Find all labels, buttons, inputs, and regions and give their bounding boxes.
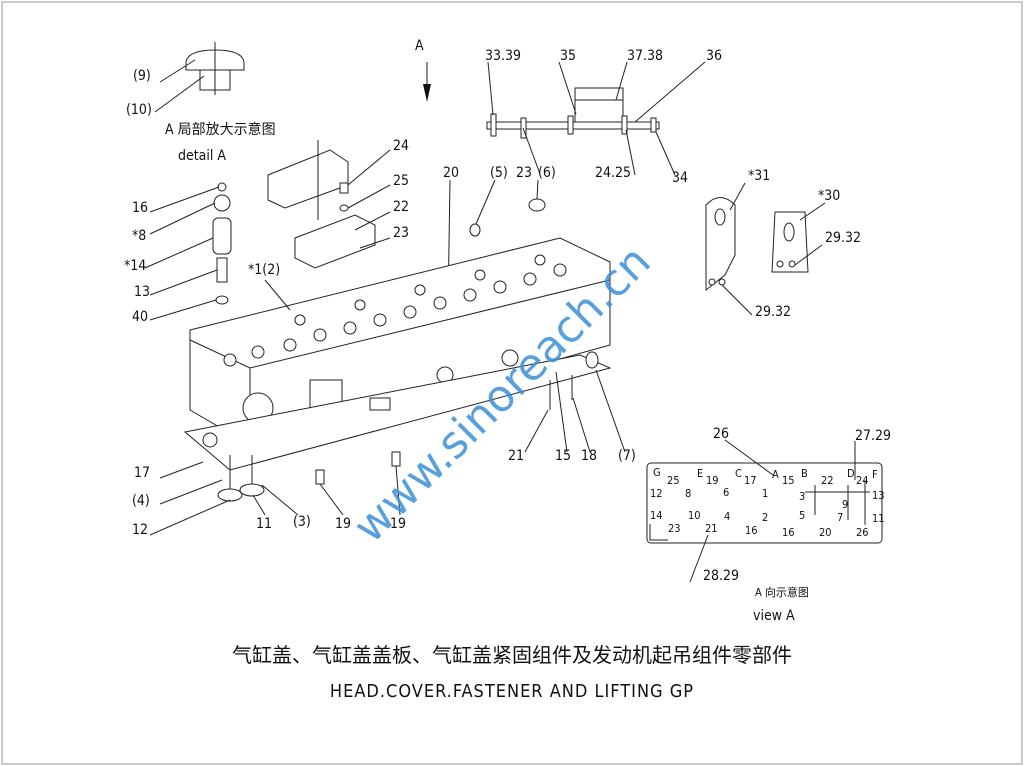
valves-and-bolts: [149, 369, 626, 536]
title-chinese: 气缸盖、气缸盖盖板、气缸盖紧固组件及发动机起吊组件零部件: [232, 643, 792, 667]
callout: (7): [618, 448, 636, 464]
view-a-mark: 24: [856, 474, 869, 487]
callout: A 局部放大示意图: [165, 121, 276, 138]
view-a-mark: 26: [856, 526, 869, 539]
callout: 17: [134, 465, 150, 481]
view-a-mark: 20: [819, 526, 832, 539]
callout: 29.32: [755, 304, 791, 320]
callout: 25: [393, 173, 409, 189]
view-a-mark: F: [872, 468, 878, 481]
detail-a-part: [154, 42, 245, 113]
callout: 24.25: [595, 165, 631, 181]
view-a-mark: 15: [782, 474, 795, 487]
callout: 11: [256, 516, 272, 532]
callout: 29.32: [825, 230, 861, 246]
callout: (3): [293, 514, 311, 530]
view-a-mark: 21: [705, 522, 718, 535]
view-a-mark: 4: [724, 510, 730, 523]
cover-plates: [267, 140, 391, 269]
callout: 20: [443, 165, 459, 181]
callout: (9): [133, 68, 151, 84]
callout: view A: [753, 608, 795, 624]
view-a-mark: 13: [872, 489, 885, 502]
view-a-mark: 9: [842, 498, 848, 511]
view-a-mark: 11: [872, 512, 885, 525]
callout: (6): [538, 165, 556, 181]
view-a-mark: 2: [762, 511, 768, 524]
view-a-mark: 12: [650, 487, 663, 500]
view-arrow: [423, 62, 431, 102]
view-a-mark: 22: [821, 474, 834, 487]
callout: 37.38: [627, 48, 663, 64]
view-a-marks: G 25 E 19 C 17 A 15 B 22 D 24 F 12 8 6 1…: [650, 466, 885, 539]
plugs: [447, 179, 546, 311]
view-a-mark: E: [697, 467, 703, 480]
cylinder-head: [189, 237, 611, 446]
callout: *1(2): [248, 262, 280, 278]
view-a-mark: A: [772, 468, 779, 481]
callout: 19: [335, 516, 351, 532]
callout: *8: [132, 228, 146, 244]
view-a-mark: G: [653, 466, 661, 479]
lifting-plates: [705, 182, 826, 316]
view-a-mark: 17: [744, 474, 757, 487]
callout: 33.39: [485, 48, 521, 64]
callout: 36: [706, 48, 722, 64]
callout: A: [415, 38, 424, 54]
callout: 13: [134, 284, 150, 300]
callout: 28.29: [703, 568, 739, 584]
callout: *30: [818, 188, 840, 204]
callout: A 向示意图: [755, 585, 809, 599]
view-a-mark: D: [847, 467, 855, 480]
view-a-mark: 14: [650, 509, 663, 522]
callout: 24: [393, 138, 409, 154]
view-a-mark: 3: [799, 490, 805, 503]
lifting-bracket-assembly: [486, 61, 706, 176]
valve-spring-stack: [144, 182, 232, 321]
view-a-mark: 1: [762, 487, 768, 500]
view-a-mark: 19: [706, 474, 719, 487]
view-a-mark: 16: [745, 524, 758, 537]
callout: 19: [390, 516, 406, 532]
callout: 40: [132, 309, 148, 325]
view-a-mark: 16: [782, 526, 795, 539]
view-a-mark: 7: [837, 511, 843, 524]
callout: 16: [132, 200, 148, 216]
callout: 27.29: [855, 428, 891, 444]
callout: *14: [124, 258, 146, 274]
view-a-mark: 23: [668, 522, 681, 535]
title-english: HEAD.COVER.FASTENER AND LIFTING GP: [330, 681, 694, 702]
callout: 23: [516, 165, 532, 181]
view-a-mark: 25: [667, 474, 680, 487]
view-a-mark: C: [735, 467, 742, 480]
callout: 18: [581, 448, 597, 464]
callout: (10): [126, 102, 152, 118]
view-a-mark: 5: [799, 509, 805, 522]
callout-labels: (9) (10) A 局部放大示意图 detail A A 33.39 35 3…: [124, 38, 891, 624]
callout: 26: [713, 426, 729, 442]
view-a-mark: 8: [685, 487, 691, 500]
view-a-mark: 10: [688, 509, 701, 522]
callout: 15: [555, 448, 571, 464]
callout: (4): [132, 493, 150, 509]
callout: 34: [672, 170, 688, 186]
callout: 12: [132, 522, 148, 538]
head-gasket: [183, 351, 612, 471]
callout: (5): [490, 165, 508, 181]
callout: *31: [748, 168, 770, 184]
callout: 35: [560, 48, 576, 64]
callout: 21: [508, 448, 524, 464]
view-a-plate: [646, 439, 883, 583]
view-a-mark: 6: [723, 486, 729, 499]
callout: detail A: [178, 148, 226, 164]
callout: 23: [393, 225, 409, 241]
view-a-mark: B: [801, 467, 808, 480]
callout: 22: [393, 199, 409, 215]
